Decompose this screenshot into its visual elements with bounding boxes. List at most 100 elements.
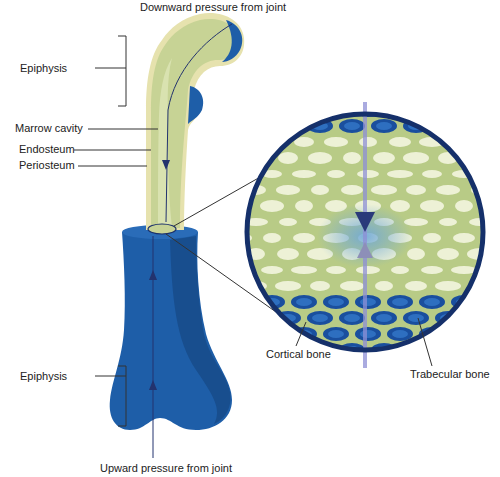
bone-cell	[227, 327, 253, 341]
bone-cell	[243, 311, 269, 325]
pressure-axis	[363, 102, 367, 368]
bone-cell	[292, 170, 316, 178]
leader-line	[418, 318, 432, 366]
bone-cell	[324, 137, 348, 147]
bone-cell	[376, 122, 392, 130]
bone-cell	[310, 281, 330, 291]
bone-cell	[232, 106, 248, 114]
zoom-spot	[148, 224, 176, 234]
bone-cell	[308, 152, 332, 164]
part-label: Endosteum	[19, 143, 75, 156]
bone-cell	[243, 152, 269, 164]
bone-cell	[296, 298, 312, 306]
leader-line	[296, 322, 306, 346]
bone-cell	[323, 295, 349, 309]
bone-cell	[357, 170, 379, 178]
part-label: Periosteum	[19, 159, 75, 172]
bone-cell	[359, 137, 377, 147]
bone-cell	[340, 281, 364, 291]
bone-cell	[248, 122, 264, 130]
bone-cell	[291, 295, 317, 309]
leader-line	[74, 150, 151, 151]
downward-arrowhead	[162, 160, 170, 170]
bone-cell	[423, 233, 441, 243]
bone-cell	[376, 314, 392, 322]
bone-cell	[406, 185, 426, 195]
bone-cell	[326, 266, 346, 274]
downward-arrowhead	[355, 212, 375, 232]
bone-cell	[261, 266, 283, 274]
bone-cell	[392, 298, 408, 306]
bone-cell	[227, 295, 253, 309]
bone-cell	[291, 266, 317, 274]
bone-cell	[403, 343, 429, 357]
bone-cell	[339, 119, 365, 133]
bone-cell	[371, 311, 397, 325]
bone-cell	[275, 119, 301, 133]
bone-cell	[424, 106, 440, 114]
bone-cell	[392, 106, 408, 114]
bone-cell	[455, 200, 473, 212]
bone-cell	[456, 330, 472, 338]
periosteum-layer	[146, 13, 244, 230]
lower-bone-shade	[170, 236, 230, 424]
leader-line	[88, 129, 158, 130]
bone-cell	[421, 266, 443, 274]
bone-cell	[339, 311, 365, 325]
bone-cell	[453, 233, 475, 243]
bone-cell	[467, 343, 493, 357]
bone-cell	[344, 122, 360, 130]
leader-line	[78, 166, 147, 167]
bone-cell	[328, 330, 344, 338]
joint-cap	[122, 225, 198, 239]
bone-cell	[323, 327, 349, 341]
upward-pressure-line	[153, 236, 154, 458]
bone-cell	[328, 106, 344, 114]
bone-cell	[403, 311, 429, 325]
bone-cell	[435, 343, 461, 357]
bone-cell	[232, 298, 248, 306]
bone-cell	[408, 346, 424, 354]
bone-cell	[344, 314, 360, 322]
bone-cell	[472, 346, 488, 354]
bone-cell	[264, 106, 280, 114]
bone-cell	[360, 298, 376, 306]
bone-cell	[472, 122, 488, 130]
bone-cell	[260, 200, 284, 212]
bone-cell	[278, 152, 298, 164]
bone-cell	[248, 314, 264, 322]
bone-cell	[343, 152, 361, 164]
bone-cell	[280, 122, 296, 130]
bone-cell	[311, 185, 329, 195]
bone-cell	[341, 185, 363, 195]
bone-cell	[277, 248, 299, 260]
bone-cell	[312, 314, 328, 322]
trochanter-blue	[188, 86, 203, 124]
bone-cell	[389, 137, 411, 147]
bone-cell	[467, 311, 493, 325]
bone-cell	[307, 311, 333, 325]
bone-cell	[392, 330, 408, 338]
bone-cell	[227, 170, 253, 178]
head-blue-edge	[222, 20, 242, 62]
bone-cell	[296, 106, 312, 114]
bone-cell	[259, 103, 285, 117]
bone-cell	[435, 119, 461, 133]
part-label: Downward pressure from joint	[140, 1, 286, 14]
bone-cell	[248, 346, 264, 354]
bone-cell	[467, 119, 493, 133]
bone-cell	[355, 327, 381, 341]
bone-cell	[373, 152, 395, 164]
bone-cell	[419, 103, 445, 117]
bone-cell	[451, 103, 477, 117]
bone-cell	[451, 327, 477, 341]
bone-cell	[454, 137, 474, 147]
bone-cell	[295, 200, 313, 212]
bone-cell	[279, 218, 297, 226]
bone-cell	[408, 314, 424, 322]
bone-cell	[437, 248, 459, 260]
bone-cell	[436, 185, 460, 195]
bone-cell	[472, 314, 488, 322]
bone-cell	[420, 200, 444, 212]
